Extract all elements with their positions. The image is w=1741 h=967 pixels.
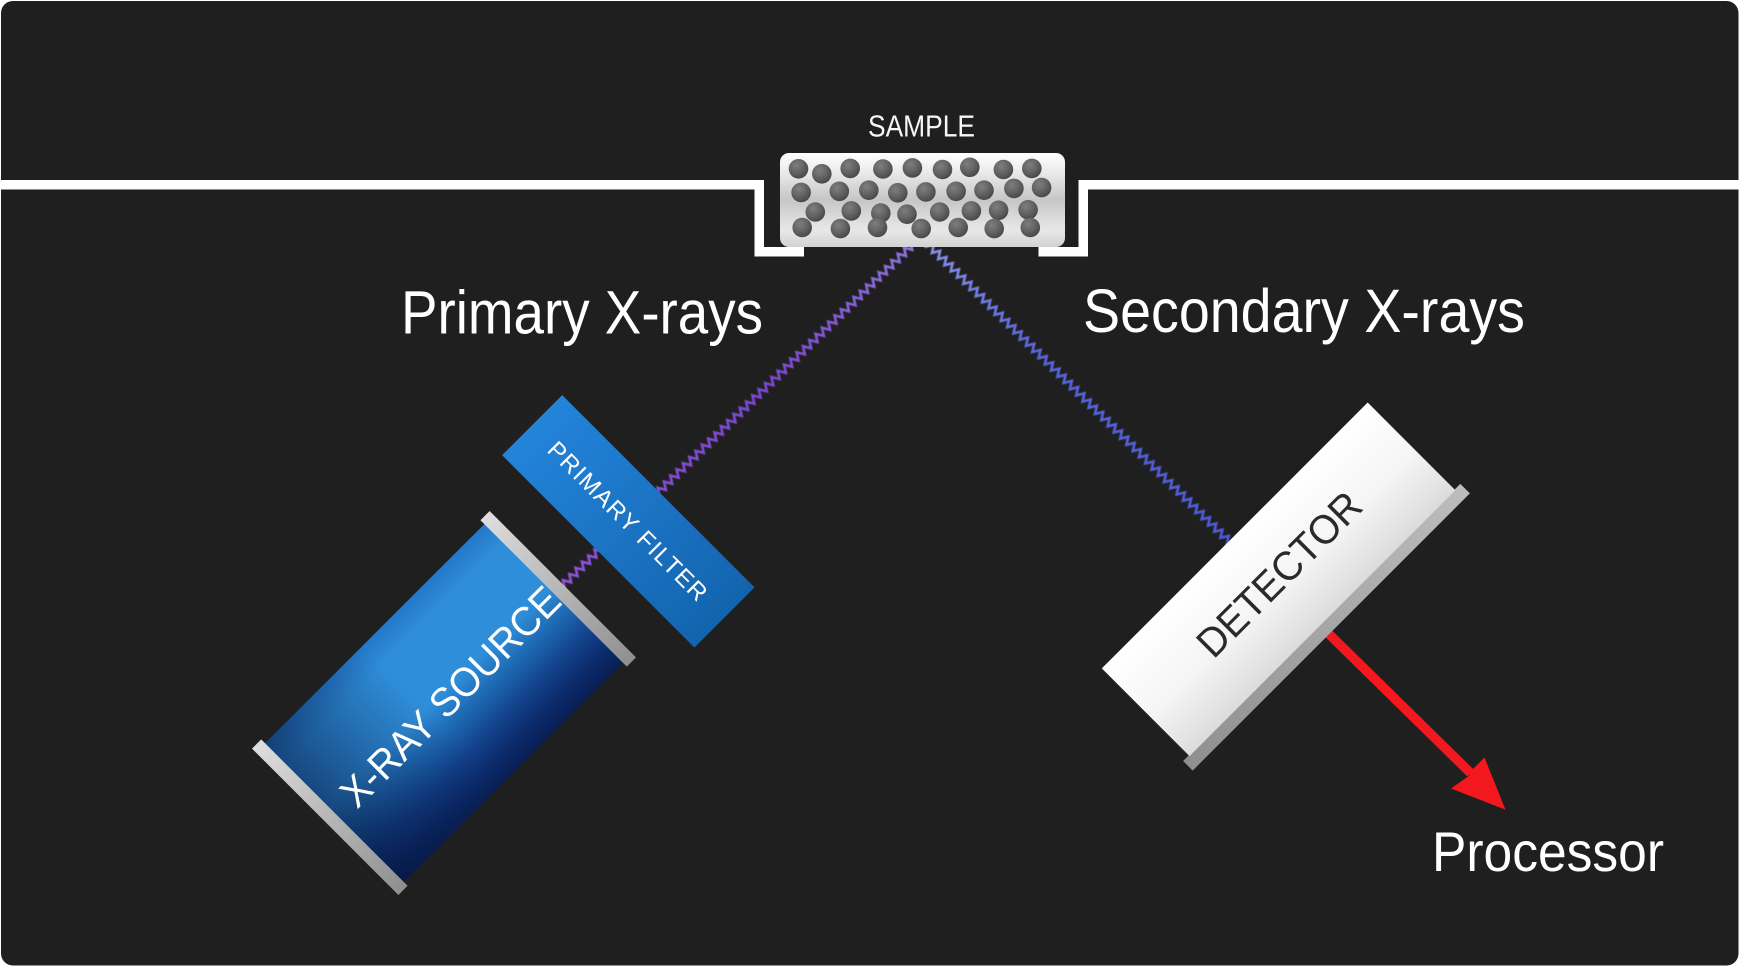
svg-text:Secondary X-rays: Secondary X-rays	[1083, 277, 1525, 345]
svg-text:SAMPLE: SAMPLE	[868, 108, 975, 143]
svg-text:Primary X-rays: Primary X-rays	[401, 279, 763, 347]
svg-text:Processor: Processor	[1432, 820, 1664, 883]
